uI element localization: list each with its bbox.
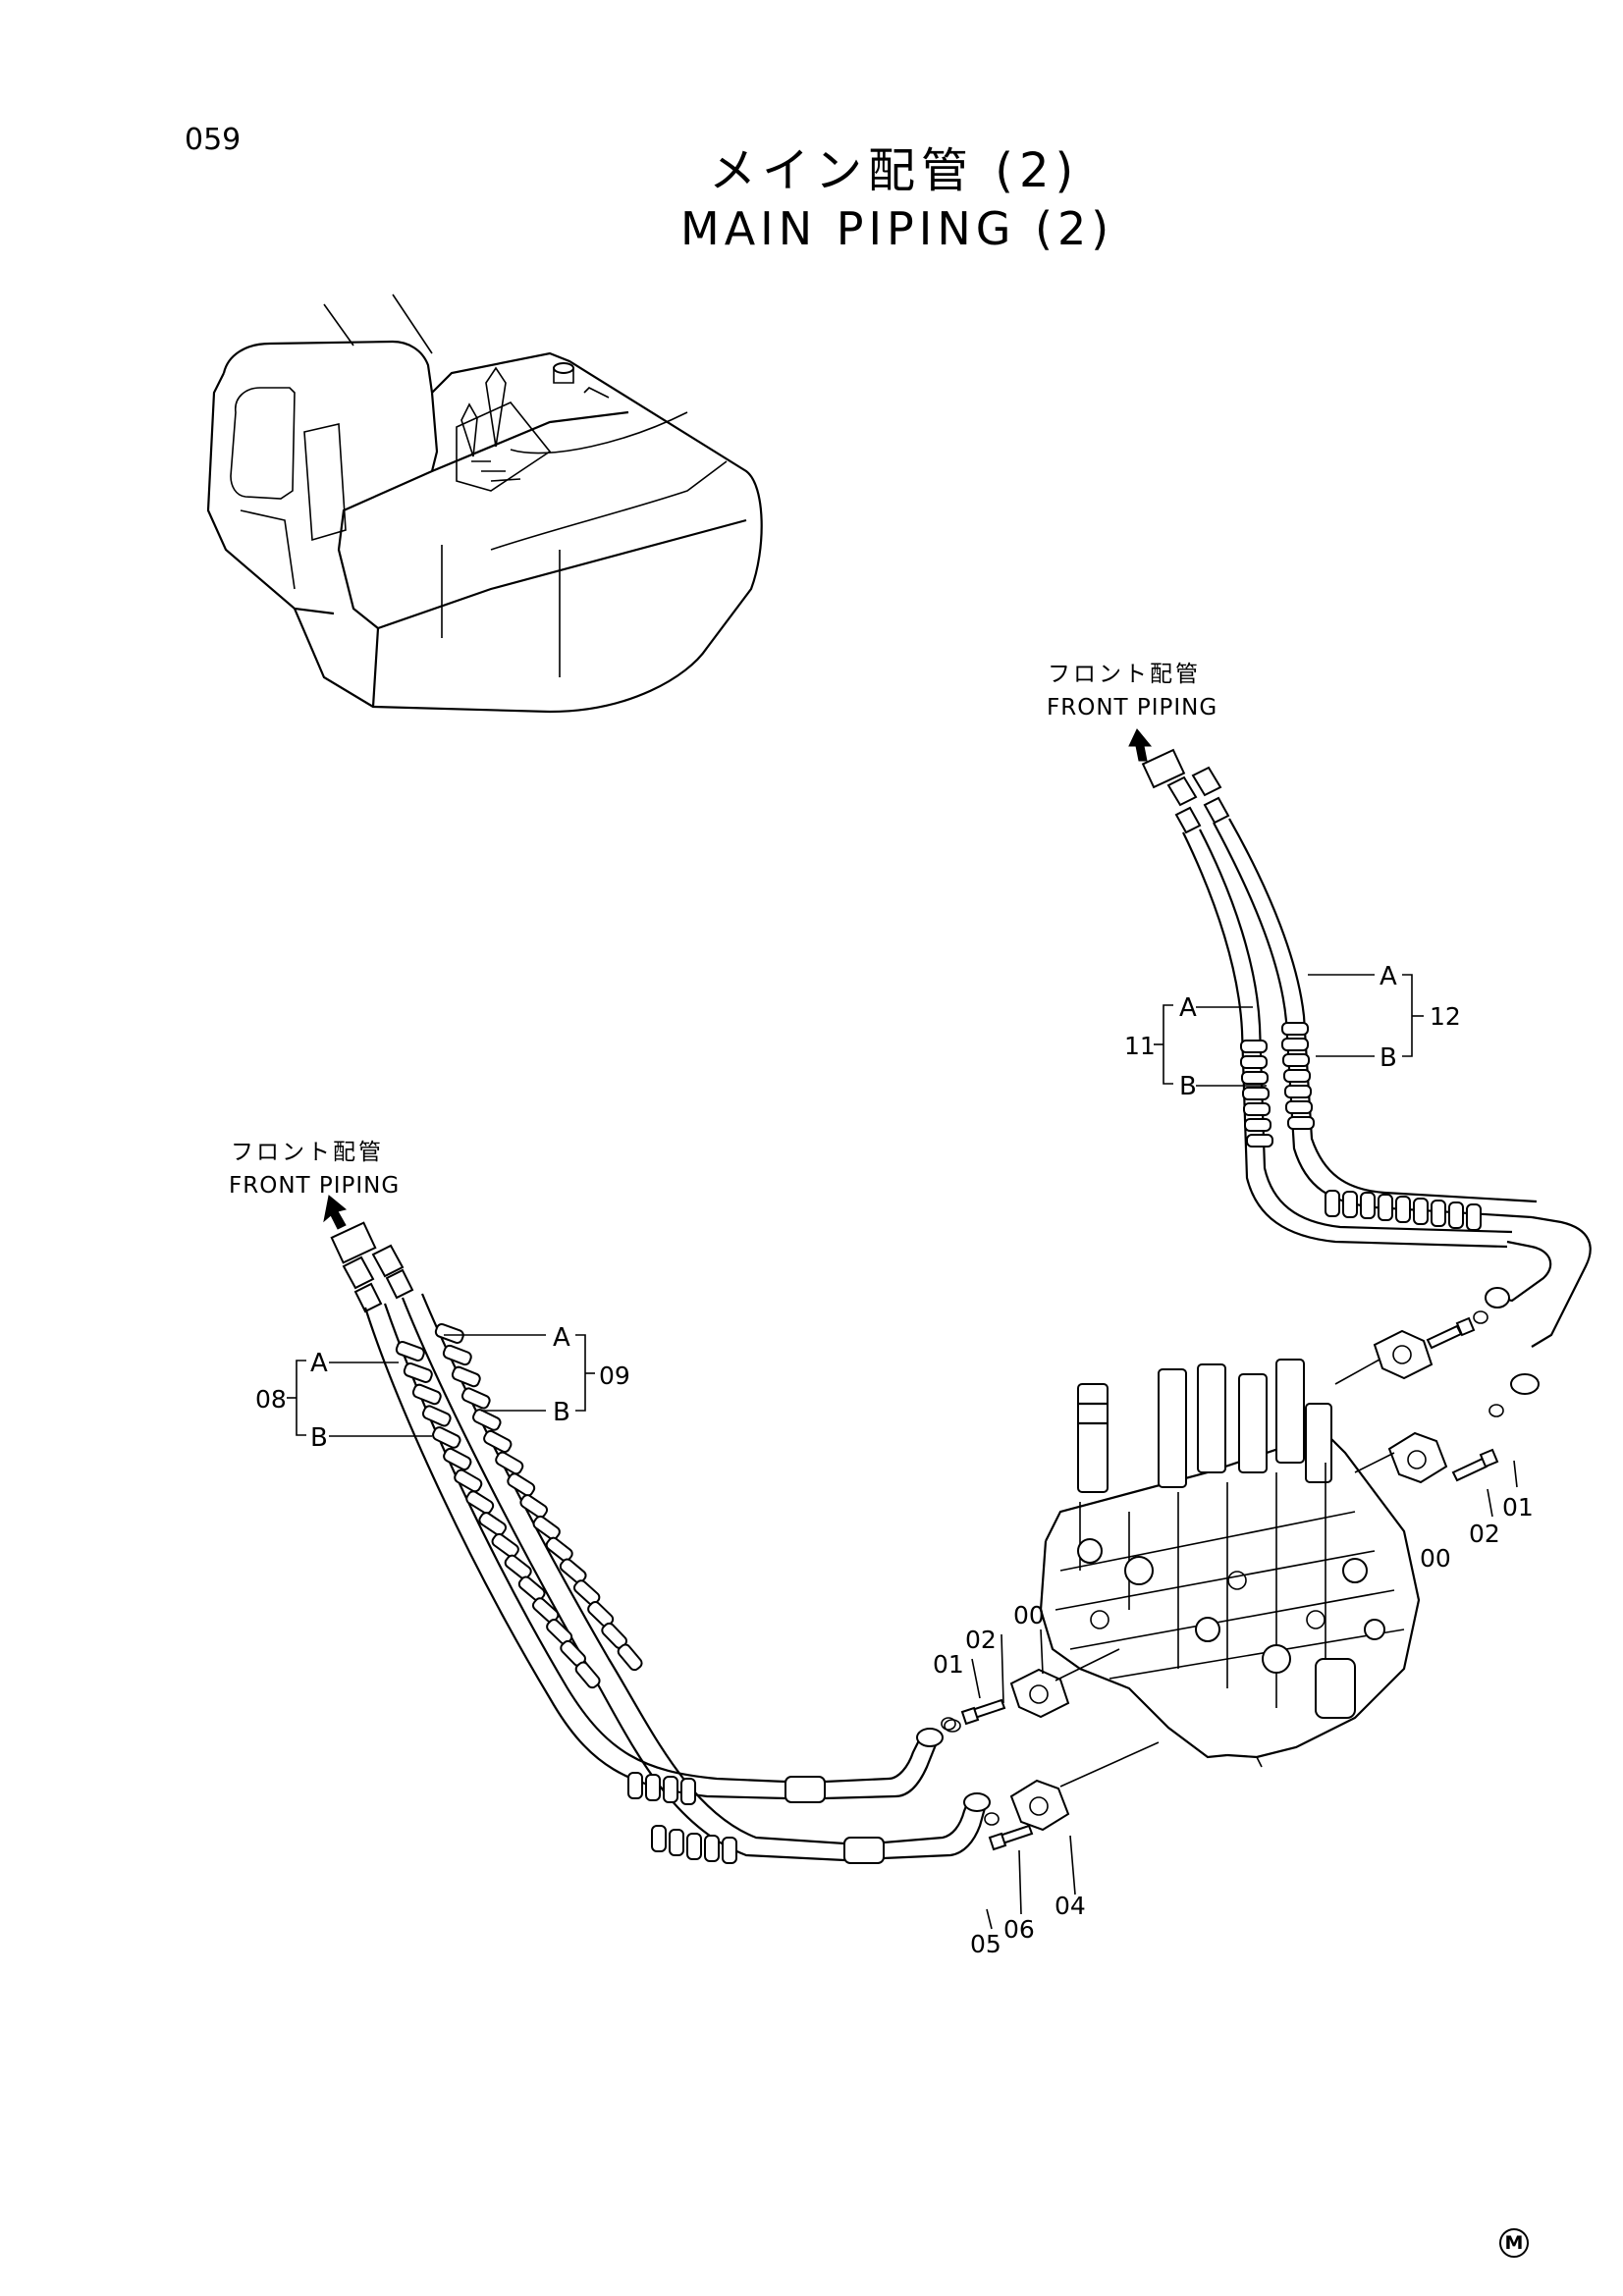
hose-09-b-label: B <box>553 1398 570 1427</box>
flange-set-left <box>941 1629 1160 1930</box>
hose-pair-08-09 <box>323 1195 1000 1864</box>
page-title-japanese: メイン配管 (2) <box>709 143 1080 198</box>
hose-09-a-label: A <box>553 1323 570 1353</box>
part-label-04: 04 <box>1055 1892 1086 1920</box>
bracket-08-09 <box>287 1334 595 1437</box>
control-valve-block <box>1039 1359 1421 1768</box>
hose-pair-11-12 <box>1128 728 1592 1417</box>
part-label-06: 06 <box>1003 1915 1035 1944</box>
hose-09-code: 09 <box>599 1362 630 1390</box>
hose-08-code: 08 <box>255 1385 287 1414</box>
excavator-overview-illustration <box>206 294 763 714</box>
hose-11-code: 11 <box>1124 1032 1156 1060</box>
bracket-11-12 <box>1154 974 1424 1087</box>
hose-11-a-label: A <box>1179 993 1197 1023</box>
front-piping-upper-label-jp: フロント配管 <box>1048 662 1201 687</box>
manufacturer-mark: M <box>1499 2228 1529 2258</box>
page-number: 059 <box>185 123 242 157</box>
hose-12-a-label: A <box>1380 962 1397 991</box>
part-label-01-right: 01 <box>1502 1493 1534 1522</box>
front-piping-upper-label: FRONT PIPING <box>1047 695 1218 721</box>
part-label-00-left: 00 <box>1013 1601 1045 1629</box>
hose-08-b-label: B <box>310 1423 328 1453</box>
flange-set-right <box>1334 1316 1518 1518</box>
front-piping-left-label: FRONT PIPING <box>229 1173 401 1199</box>
hose-12-code: 12 <box>1430 1002 1461 1031</box>
front-piping-left-label-jp: フロント配管 <box>231 1140 384 1165</box>
part-label-05: 05 <box>970 1930 1001 1958</box>
part-label-02-right: 02 <box>1469 1520 1500 1548</box>
part-label-01-left: 01 <box>933 1650 964 1679</box>
hose-08-a-label: A <box>310 1349 328 1378</box>
hose-12-b-label: B <box>1380 1043 1397 1073</box>
hose-11-b-label: B <box>1179 1072 1197 1101</box>
part-label-02-left: 02 <box>965 1626 997 1654</box>
page-title: MAIN PIPING (2) <box>680 202 1114 255</box>
part-label-00-right: 00 <box>1420 1544 1451 1573</box>
